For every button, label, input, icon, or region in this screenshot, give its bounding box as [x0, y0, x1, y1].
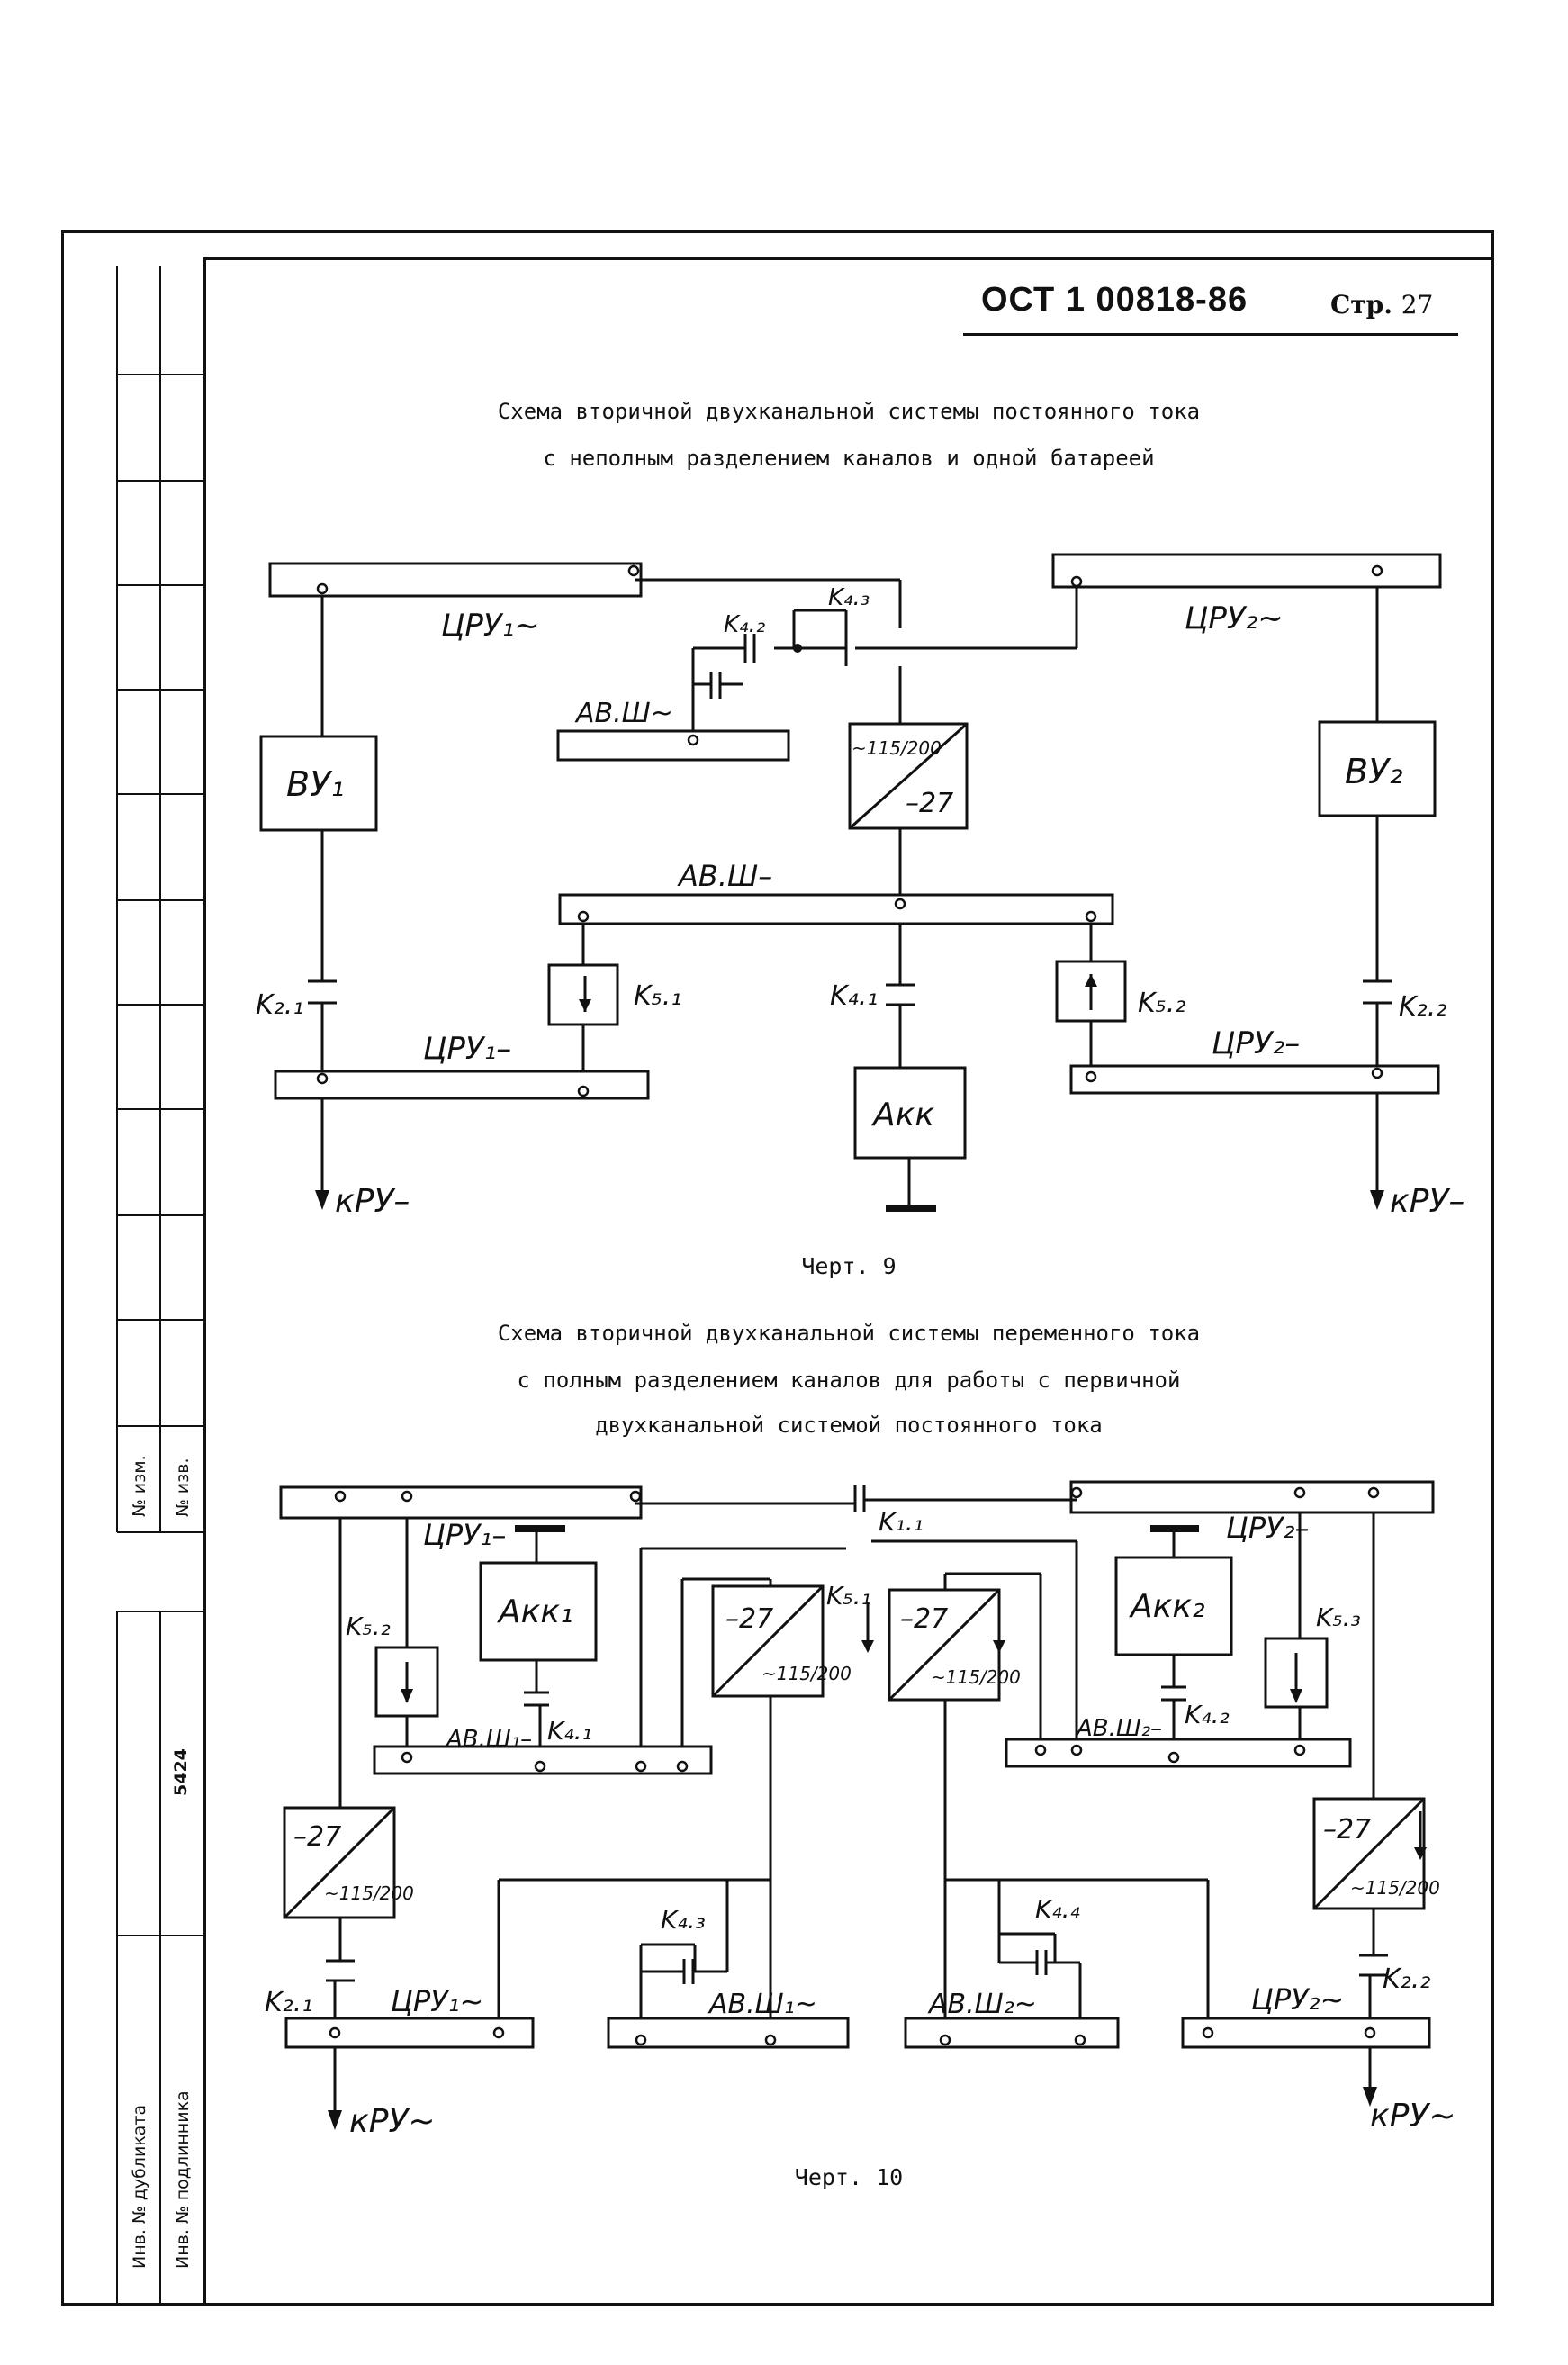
fig10-label-avsh1-dc: АВ.Ш₁–: [445, 1726, 532, 1753]
fig10-label-conv1-ac: ~115/200: [761, 1663, 852, 1684]
fig9-label-k52: K₅.₂: [1138, 988, 1185, 1019]
fig10-label-k41: K₄.₁: [547, 1716, 592, 1746]
fig10-label-conv1-dc: –27: [725, 1603, 773, 1635]
fig9-label-avsh-ac: АВ.Ш~: [574, 698, 673, 729]
fig10-label-avsh2-dc: АВ.Ш₂–: [1075, 1715, 1162, 1742]
fig10-label-k11: K₁.₁: [879, 1507, 924, 1537]
fig10-label-conv3-dc: –27: [293, 1821, 341, 1853]
fig9-label-avsh-dc: АВ.Ш–: [677, 859, 772, 893]
fig10-label-k53: K₅.₃: [1316, 1602, 1361, 1632]
fig10-label-akk1: Акк₁: [497, 1593, 573, 1630]
fig9-label-k22: K₂.₂: [1399, 991, 1446, 1023]
page-number: Стр. 27: [1330, 290, 1433, 320]
fig10-label-avsh1-ac: АВ.Ш₁~: [707, 1989, 817, 2020]
fig9-caption-line2: с неполным разделением каналов и одной б…: [543, 446, 1155, 471]
fig9-label-cru2-dc: ЦРУ₂–: [1212, 1025, 1300, 1061]
fig9-label-kru-left: кРУ–: [335, 1183, 410, 1220]
fig10-label-k43: K₄.₃: [661, 1905, 706, 1935]
fig9-label-cru1-dc: ЦРУ₁–: [423, 1031, 511, 1067]
fig10-label-cru1-ac: ЦРУ₁~: [391, 1984, 483, 2018]
fig9-label-cru1-ac: ЦРУ₁~: [441, 608, 540, 644]
fig10-label-k42: K₄.₂: [1185, 1700, 1230, 1729]
fig9-label-k41: K₄.₁: [830, 980, 878, 1012]
fig9-label-k42: K₄.₂: [724, 611, 765, 638]
page-value: 27: [1401, 290, 1434, 320]
fig10-label-cru1-dc: ЦРУ₁–: [423, 1518, 506, 1552]
fig9-label-vu1: ВУ₁: [286, 764, 344, 804]
fig9-label-cru2-ac: ЦРУ₂~: [1185, 600, 1284, 636]
fig9-caption-line1: Схема вторичной двухканальной системы по…: [497, 399, 1201, 424]
fig10-label-k44: K₄.₄: [1035, 1894, 1080, 1924]
fig10-label-k52: K₅.₂: [346, 1611, 391, 1641]
fig9-label-vu2: ВУ₂: [1345, 752, 1402, 791]
fig10-label-k51: K₅.₁: [826, 1581, 871, 1611]
fig9-label-kru-right: кРУ–: [1390, 1183, 1464, 1220]
fig10-label-conv2-ac: ~115/200: [931, 1666, 1021, 1688]
fig9-label-k51: K₅.₁: [634, 980, 681, 1012]
fig10-caption-line2: с полным разделением каналов для работы …: [517, 1368, 1181, 1393]
fig9-label: Черт. 9: [801, 1253, 897, 1279]
fig9-label-k43: K₄.₃: [828, 584, 870, 611]
fig10-label-kru-right: кРУ~: [1370, 2098, 1456, 2135]
fig10-label-cru2-ac: ЦРУ₂~: [1251, 1982, 1344, 2017]
fig9-label-k21: K₂.₁: [256, 989, 303, 1021]
fig10-label-conv3-ac: ~115/200: [324, 1882, 414, 1904]
fig10-label: Черт. 10: [794, 2164, 904, 2190]
fig10-label-conv4-dc: –27: [1323, 1814, 1371, 1846]
fig10-label-avsh2-ac: АВ.Ш₂~: [927, 1989, 1037, 2020]
page-prefix: Стр.: [1330, 290, 1392, 320]
document-number: ОСТ 1 00818-86: [981, 281, 1248, 319]
fig10-label-conv2-dc: –27: [900, 1603, 948, 1635]
fig10-label-k21: K₂.₁: [265, 1987, 312, 2018]
fig10-caption-line1: Схема вторичной двухканальной системы пе…: [497, 1321, 1201, 1346]
fig10-label-conv4-ac: ~115/200: [1350, 1877, 1440, 1899]
content-frame: [203, 257, 1494, 2306]
fig9-label-conv-top: ~115/200: [852, 737, 942, 759]
fig10-caption-line3: двухканальной системой постоянного тока: [595, 1413, 1103, 1438]
header-rule: [963, 333, 1458, 336]
fig10-label-akk2: Акк₂: [1129, 1588, 1205, 1625]
fig9-label-conv-bot: –27: [906, 788, 953, 819]
fig10-label-kru-left: кРУ~: [349, 2103, 436, 2140]
page-frame: [61, 230, 1494, 2306]
fig10-label-cru2-dc: ЦРУ₂–: [1226, 1511, 1309, 1545]
fig9-label-akk: Акк: [871, 1097, 934, 1133]
fig10-label-k22: K₂.₂: [1383, 1963, 1430, 1995]
